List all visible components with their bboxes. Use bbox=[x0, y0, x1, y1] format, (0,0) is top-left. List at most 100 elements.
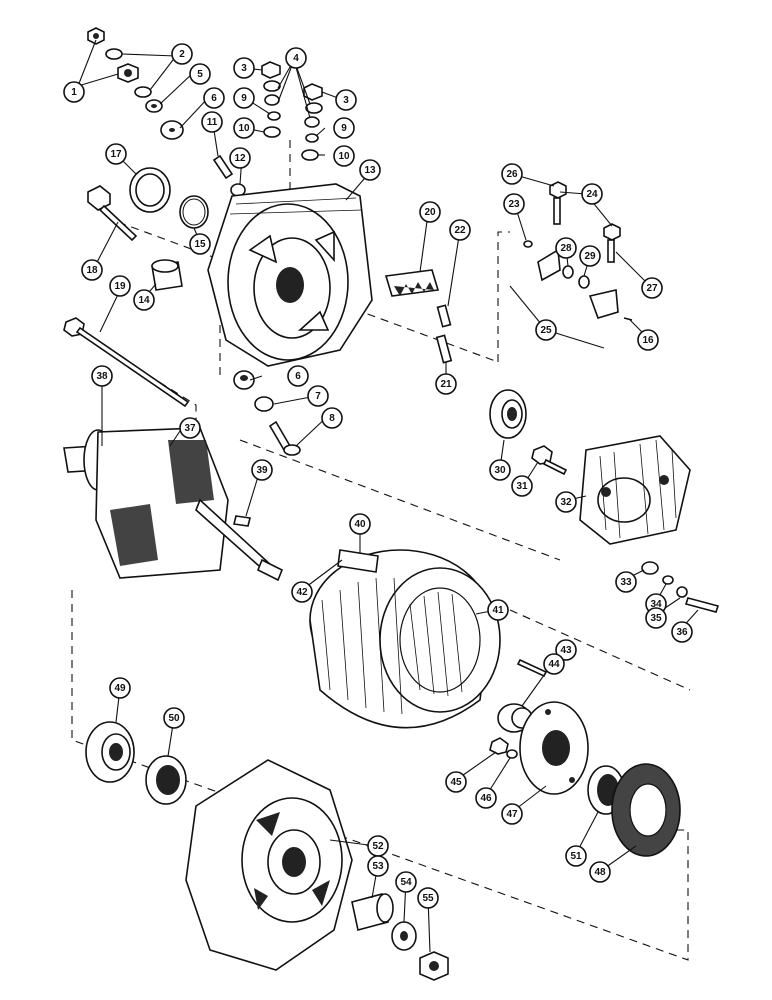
callout-number: 21 bbox=[440, 379, 452, 390]
callout-number: 12 bbox=[234, 153, 246, 164]
callout-circle bbox=[511, 475, 533, 497]
hardware-33-36 bbox=[641, 561, 720, 613]
callout-46: 46 bbox=[475, 787, 497, 809]
callout-33: 33 bbox=[615, 571, 637, 593]
callout-number: 32 bbox=[560, 497, 572, 508]
callout-number: 28 bbox=[560, 243, 572, 254]
retainer-plate-47 bbox=[519, 701, 589, 795]
callout-circle bbox=[487, 599, 509, 621]
callout-37: 37 bbox=[179, 417, 201, 439]
oring-15 bbox=[179, 195, 209, 229]
callout-number: 6 bbox=[211, 93, 217, 104]
callout-number: 5 bbox=[197, 69, 203, 80]
callout-20: 20 bbox=[419, 201, 441, 223]
callout-circle bbox=[171, 43, 193, 65]
callout-number: 16 bbox=[642, 335, 654, 346]
callout-circle bbox=[555, 639, 577, 661]
callout-circle bbox=[475, 787, 497, 809]
callout-circle bbox=[435, 373, 457, 395]
callout-circle bbox=[671, 621, 693, 643]
callout-number: 27 bbox=[646, 283, 658, 294]
callout-number: 36 bbox=[676, 627, 688, 638]
callout-circle bbox=[641, 277, 663, 299]
screw-8 bbox=[268, 420, 301, 456]
pin-43 bbox=[516, 658, 548, 678]
callout-circle bbox=[501, 163, 523, 185]
callout-number: 15 bbox=[194, 239, 206, 250]
callout-circle bbox=[189, 233, 211, 255]
callout-number: 47 bbox=[506, 809, 518, 820]
screw-11-12 bbox=[212, 154, 246, 197]
callout-number: 33 bbox=[620, 577, 632, 588]
callout-number: 50 bbox=[168, 713, 180, 724]
callout-18: 18 bbox=[81, 259, 103, 281]
seal-17 bbox=[129, 167, 171, 213]
callout-circle bbox=[503, 193, 525, 215]
washer-5 bbox=[145, 99, 163, 113]
callout-circle bbox=[91, 365, 113, 387]
seal-50 bbox=[145, 755, 187, 805]
callout-8: 8 bbox=[321, 407, 343, 429]
callout-27: 27 bbox=[641, 277, 663, 299]
stud-22 bbox=[436, 304, 452, 328]
callout-number: 1 bbox=[71, 87, 77, 98]
callout-number: 43 bbox=[560, 645, 572, 656]
callout-4: 4 bbox=[285, 47, 307, 69]
callout-36: 36 bbox=[671, 621, 693, 643]
washer-7 bbox=[254, 396, 274, 412]
callout-number: 13 bbox=[364, 165, 376, 176]
callout-circle bbox=[229, 147, 251, 169]
callout-circle bbox=[579, 245, 601, 267]
callout-47: 47 bbox=[501, 803, 523, 825]
callout-15: 15 bbox=[189, 233, 211, 255]
callout-circle bbox=[233, 87, 255, 109]
callout-number: 23 bbox=[508, 199, 520, 210]
callout-52: 52 bbox=[367, 835, 389, 857]
callout-29: 29 bbox=[579, 245, 601, 267]
callout-number: 3 bbox=[241, 63, 247, 74]
callout-number: 11 bbox=[207, 117, 218, 128]
callout-circle bbox=[349, 513, 371, 535]
callout-43: 43 bbox=[555, 639, 577, 661]
callout-number: 40 bbox=[354, 519, 366, 530]
callout-circle bbox=[201, 111, 223, 133]
callout-26: 26 bbox=[501, 163, 523, 185]
callout-50: 50 bbox=[163, 707, 185, 729]
callout-30: 30 bbox=[489, 459, 511, 481]
callout-circle bbox=[189, 63, 211, 85]
callout-44: 44 bbox=[543, 653, 565, 675]
callout-circle bbox=[555, 237, 577, 259]
callout-number: 8 bbox=[329, 413, 335, 424]
callout-circle bbox=[489, 459, 511, 481]
callout-number: 9 bbox=[341, 123, 347, 134]
callout-circle bbox=[203, 87, 225, 109]
callout-number: 26 bbox=[506, 169, 518, 180]
callout-51: 51 bbox=[565, 845, 587, 867]
callout-number: 30 bbox=[494, 465, 506, 476]
callout-circle bbox=[81, 259, 103, 281]
callout-number: 55 bbox=[422, 893, 434, 904]
spacer-53 bbox=[351, 893, 394, 931]
callout-circle bbox=[335, 89, 357, 111]
callout-21: 21 bbox=[435, 373, 457, 395]
callout-circle bbox=[419, 201, 441, 223]
callout-circle bbox=[395, 871, 417, 893]
rectifier-heatsink-32 bbox=[579, 435, 691, 545]
callout-circle bbox=[285, 47, 307, 69]
callout-number: 41 bbox=[492, 605, 504, 616]
callout-number: 46 bbox=[480, 793, 492, 804]
callout-number: 20 bbox=[424, 207, 436, 218]
callout-number: 48 bbox=[594, 867, 606, 878]
end-housing-13 bbox=[207, 183, 373, 367]
callout-number: 49 bbox=[114, 683, 126, 694]
stator-41 bbox=[309, 549, 501, 729]
callout-19: 19 bbox=[109, 275, 131, 297]
callout-35: 35 bbox=[645, 607, 667, 629]
callout-14: 14 bbox=[133, 289, 155, 311]
callout-circle bbox=[417, 887, 439, 909]
callout-1: 1 bbox=[63, 81, 85, 103]
callout-number: 4 bbox=[293, 53, 299, 64]
callout-3b: 3 bbox=[335, 89, 357, 111]
screw-45-46 bbox=[489, 737, 518, 759]
callout-number: 25 bbox=[540, 325, 552, 336]
